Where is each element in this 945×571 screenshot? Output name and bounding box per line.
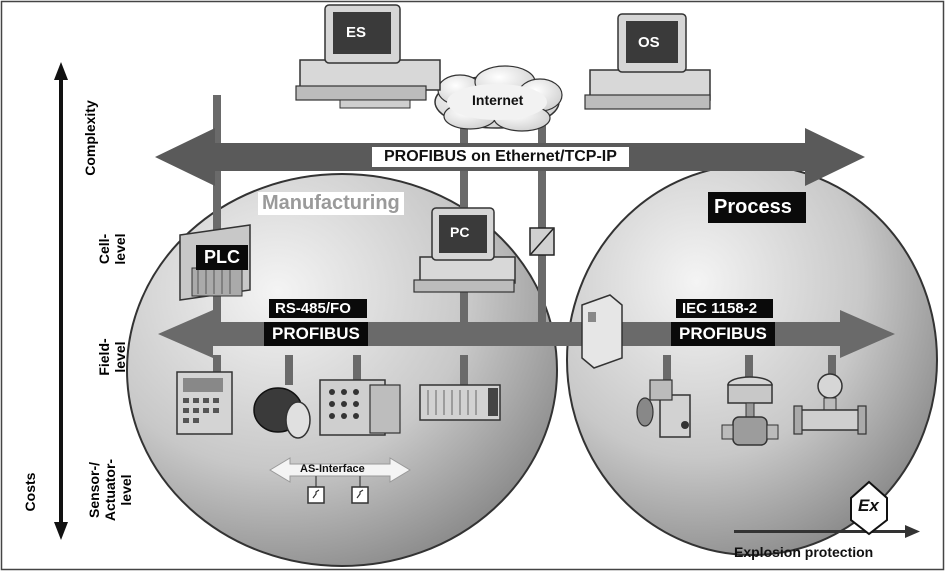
coupler-icon [529, 227, 555, 256]
valve-actuator-icon [636, 379, 691, 438]
rs485-profibus-label: PROFIBUS [264, 322, 368, 346]
manufacturing-label: Manufacturing [258, 192, 404, 215]
complexity-label: Complexity [82, 100, 98, 176]
as-sensor-icon-1 [307, 476, 325, 504]
es-screen-label: ES [346, 24, 367, 41]
drive-motor-icon [253, 387, 311, 439]
industrial-pc-icon [413, 207, 516, 293]
field-level-label: Field- level [96, 338, 128, 376]
os-workstation-icon [584, 13, 711, 110]
remote-io-rack-icon [419, 384, 501, 421]
ex-symbol-icon [850, 480, 888, 536]
internet-cloud [434, 65, 563, 132]
flow-transmitter-icon [793, 373, 867, 435]
iec-label: IEC 1158-2 [676, 299, 774, 318]
costs-label: Costs [22, 472, 38, 512]
iec-profibus-label: PROFIBUS [671, 322, 775, 346]
es-workstation-icon [295, 4, 441, 109]
process-label: Process [708, 192, 806, 223]
sensor-actuator-level-label: Sensor-/ Actuator- level [86, 458, 134, 522]
explosion-protection-arrow [734, 525, 920, 538]
io-module-icon [319, 379, 401, 436]
os-screen-label: OS [638, 34, 660, 51]
pc-screen-label: PC [450, 224, 470, 240]
operator-panel-icon [176, 371, 233, 435]
control-valve-icon [721, 376, 779, 446]
dp-pa-link-icon [581, 294, 623, 369]
as-interface-label: AS-Interface [300, 463, 365, 475]
cell-level-label: Cell- level [96, 233, 128, 265]
ethernet-bus-label: PROFIBUS on Ethernet/TCP-IP [372, 147, 629, 167]
plc-label: PLC [196, 245, 248, 270]
as-sensor-icon-2 [351, 476, 369, 504]
explosion-protection-label: Explosion protection [734, 544, 874, 560]
rs485-label: RS-485/FO [269, 299, 367, 318]
ex-symbol-label: Ex [858, 496, 879, 515]
internet-label: Internet [472, 92, 524, 108]
as-interface-arrow [269, 457, 411, 483]
complexity-cost-axis [54, 62, 68, 540]
